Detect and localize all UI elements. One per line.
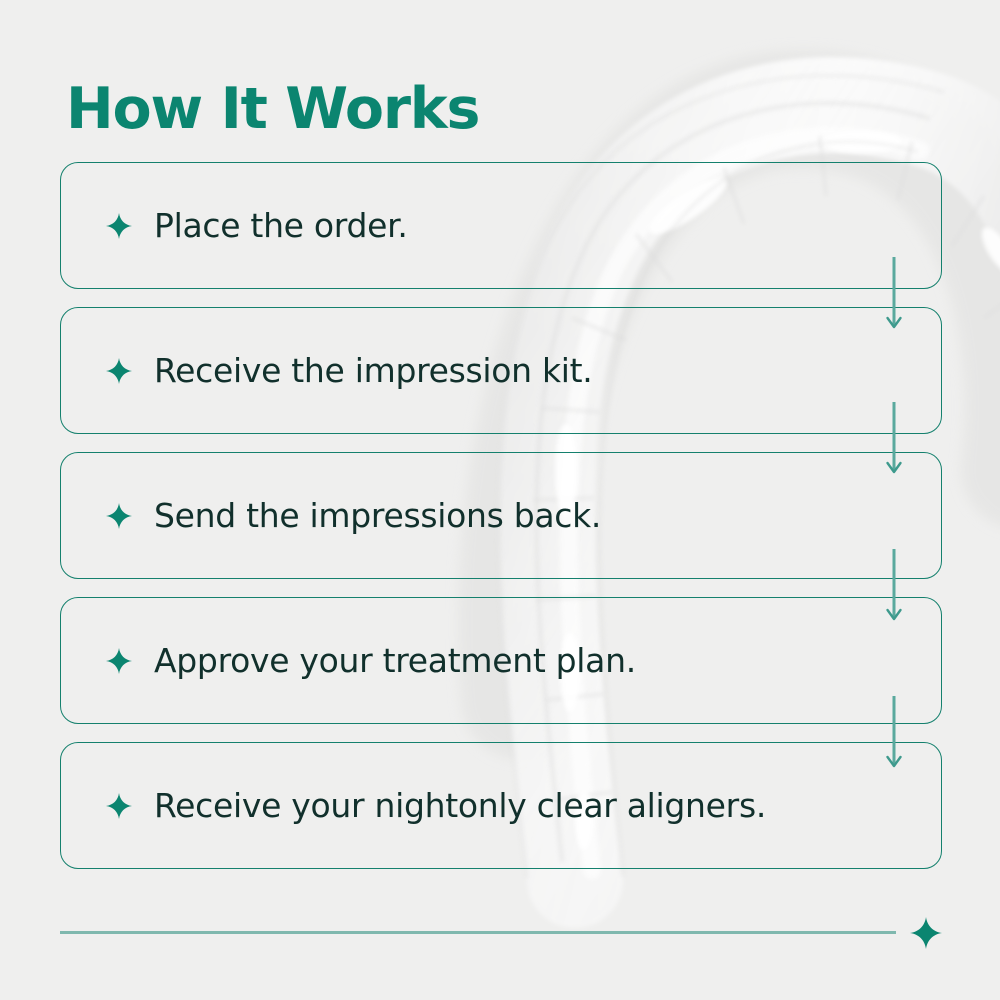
arrow-down-icon bbox=[886, 257, 902, 329]
sparkle-icon bbox=[106, 647, 132, 674]
step-label: Receive the impression kit. bbox=[154, 351, 593, 390]
arrow-down-icon bbox=[886, 696, 902, 768]
step-label: Send the impressions back. bbox=[154, 496, 602, 535]
step-label: Place the order. bbox=[154, 206, 408, 245]
sparkle-icon bbox=[106, 502, 132, 529]
sparkle-icon bbox=[106, 357, 132, 384]
sparkle-icon bbox=[106, 212, 132, 239]
step-card-2[interactable]: Receive the impression kit. bbox=[60, 307, 942, 434]
steps-list: Place the order. Receive the impression … bbox=[60, 162, 942, 869]
step-label: Receive your nightonly clear aligners. bbox=[154, 786, 767, 825]
page-title: How It Works bbox=[66, 76, 480, 143]
sparkle-icon bbox=[106, 792, 132, 819]
step-card-3[interactable]: Send the impressions back. bbox=[60, 452, 942, 579]
arrow-down-icon bbox=[886, 402, 902, 474]
step-card-4[interactable]: Approve your treatment plan. bbox=[60, 597, 942, 724]
step-card-1[interactable]: Place the order. bbox=[60, 162, 942, 289]
sparkle-icon bbox=[910, 917, 942, 949]
arrow-down-icon bbox=[886, 549, 902, 621]
step-label: Approve your treatment plan. bbox=[154, 641, 636, 680]
step-card-5[interactable]: Receive your nightonly clear aligners. bbox=[60, 742, 942, 869]
footer-divider bbox=[60, 931, 896, 934]
